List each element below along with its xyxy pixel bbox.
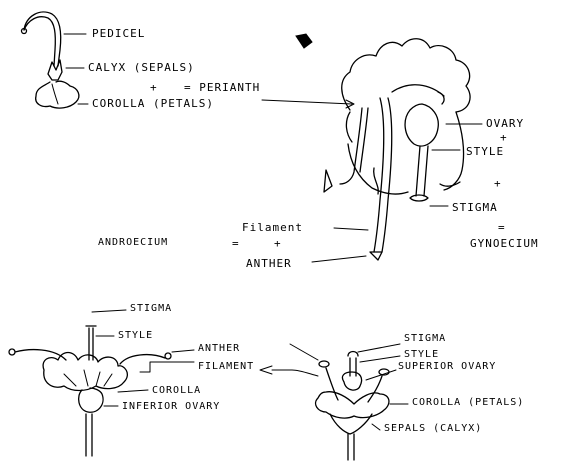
- anther-3: [437, 91, 445, 105]
- label-gyn-plus-1: +: [500, 131, 508, 144]
- big-flower-ls: [323, 38, 483, 261]
- bl-corolla-leader: [117, 389, 149, 393]
- label-perianth: = PERIANTH: [184, 81, 261, 94]
- filament-2: [373, 97, 385, 253]
- filament-leader: [333, 227, 369, 231]
- bl-corolla: [42, 351, 128, 392]
- br-superior-ovary: [341, 371, 363, 391]
- pencil-mark-icon: [295, 33, 313, 49]
- corolla-arrow: [261, 99, 353, 105]
- label-andro-plus: +: [274, 237, 282, 250]
- corolla-outline: [341, 38, 471, 113]
- bl-petal-lines: [63, 369, 113, 387]
- br-anther-left: [318, 360, 330, 368]
- bl-filament-right: [119, 353, 166, 365]
- br-stigma-leader: [357, 343, 401, 353]
- stamen-squiggle: [373, 167, 379, 195]
- anther-2: [369, 251, 383, 261]
- br-label-stigma: STIGMA: [404, 333, 447, 344]
- top-left-flower: [20, 11, 89, 109]
- bl-inferior-ovary: [77, 387, 104, 413]
- bl-label-anther: ANTHER: [198, 343, 241, 354]
- br-label-sepals: SEPALS (CALYX): [384, 423, 483, 434]
- pedicel-stalk: [23, 11, 62, 67]
- br-label-superior-ovary: SUPERIOR OVARY: [398, 361, 497, 372]
- stigma-head: [409, 194, 429, 202]
- petal-right-side: [443, 111, 465, 191]
- pedicel-tip: [20, 27, 28, 35]
- bl-label-style: STYLE: [118, 330, 154, 341]
- filament-2b: [381, 97, 393, 253]
- label-stigma: STIGMA: [452, 201, 498, 214]
- br-label-style: STYLE: [404, 349, 440, 360]
- pedicel-stalk-inner: [23, 16, 56, 67]
- anther-leader: [311, 255, 367, 263]
- bl-anther-leader: [171, 349, 195, 353]
- corolla-line: [51, 83, 59, 105]
- bl-pedicel: [85, 413, 93, 457]
- calyx-sepals: [47, 59, 63, 81]
- bl-anther-right: [164, 352, 172, 360]
- br-style: [349, 357, 357, 377]
- label-androecium: ANDROECIUM: [98, 237, 169, 248]
- anther-1: [323, 169, 333, 193]
- bl-label-corolla: COROLLA: [152, 385, 202, 396]
- br-style-leader: [359, 355, 401, 363]
- petal-left-fold: [345, 111, 353, 143]
- middle-filament-arrow: [271, 369, 319, 377]
- br-sepals-leader: [371, 423, 381, 431]
- label-anther: ANTHER: [246, 257, 292, 270]
- filament-1: [339, 107, 363, 185]
- label-ovary: OVARY: [486, 117, 525, 130]
- bl-label-stigma: STIGMA: [130, 303, 173, 314]
- br-stigma: [347, 350, 359, 357]
- label-andro-equals: =: [232, 237, 240, 250]
- br-sepals: [329, 413, 373, 435]
- label-pedicel: PEDICEL: [92, 27, 146, 40]
- label-calyx: CALYX (SEPALS): [88, 61, 195, 74]
- label-gyn-equals: =: [498, 221, 506, 234]
- br-pedicel: [347, 433, 355, 461]
- label-style: STYLE: [466, 145, 505, 158]
- style-tube: [415, 145, 429, 197]
- bl-filament-leader: [139, 361, 195, 373]
- bl-anther-left: [8, 348, 16, 356]
- bottom-right-flower: [289, 343, 409, 461]
- br-ovary-leader: [365, 369, 397, 381]
- br-filament-right: [367, 375, 383, 403]
- label-corolla: COROLLA (PETALS): [92, 97, 214, 110]
- bottom-left-flower: [8, 309, 195, 457]
- label-gyn-plus-2: +: [494, 177, 502, 190]
- filament-1b: [359, 107, 369, 173]
- label-perianth-plus: +: [150, 81, 158, 94]
- sepal-edge: [439, 181, 461, 187]
- bl-label-filament: FILAMENT: [198, 361, 255, 372]
- bl-stigma-leader: [91, 309, 127, 313]
- br-label-corolla: COROLLA (PETALS): [412, 397, 525, 408]
- bl-filament-left: [14, 348, 67, 361]
- filament-3: [391, 84, 445, 97]
- ovary: [404, 103, 439, 147]
- corolla-arrowhead: [345, 99, 355, 109]
- petal-bottom-left: [347, 143, 409, 195]
- label-filament: Filament: [242, 221, 303, 234]
- br-anther-pointer: [289, 343, 319, 361]
- middle-filament-arrowhead: [259, 365, 273, 375]
- corolla-petals-shape: [35, 80, 80, 109]
- label-gynoecium: GYNOECIUM: [470, 237, 539, 250]
- br-corolla: [314, 391, 390, 419]
- bl-label-inferior-ovary: INFERIOR OVARY: [122, 401, 221, 412]
- br-filament-left: [325, 367, 339, 401]
